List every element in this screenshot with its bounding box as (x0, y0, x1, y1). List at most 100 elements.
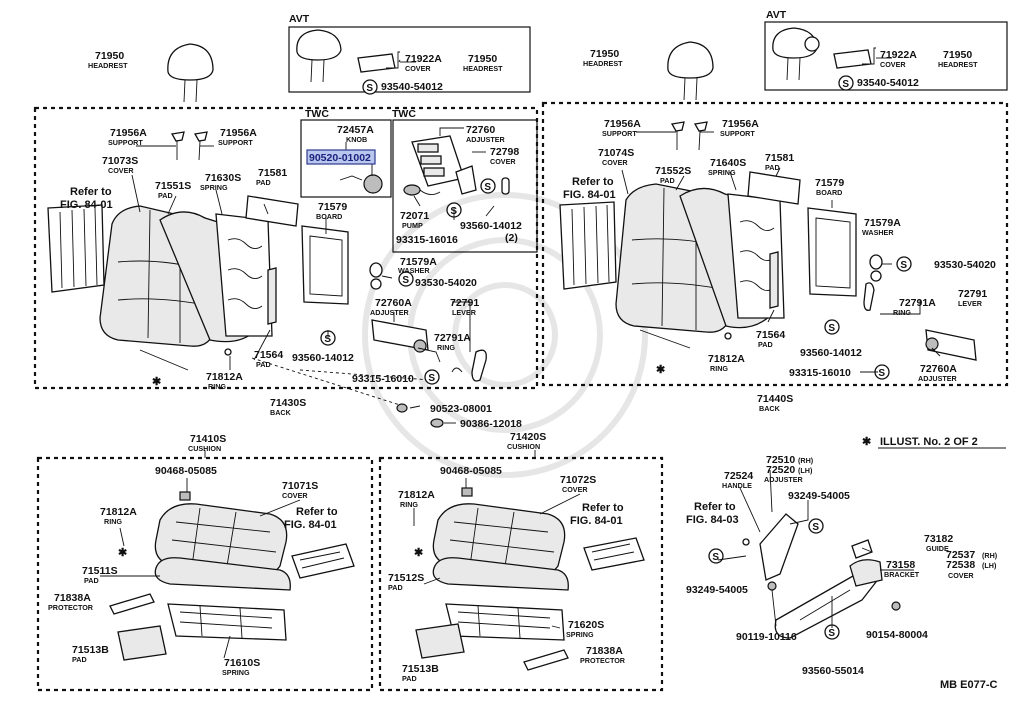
c1-refer-fig[interactable]: FIG. 84-01 (284, 519, 337, 531)
r-pad-pn[interactable]: 71552S (655, 165, 691, 177)
c2-pad2-pn[interactable]: 71513B (402, 663, 439, 675)
c2-cover-pn[interactable]: 71072S (560, 474, 596, 486)
l-back-pn[interactable]: 71430S (270, 397, 306, 409)
avt-left-screw-pn[interactable]: 93540-54012 (381, 81, 443, 93)
r-ring-pn[interactable]: 72791A (899, 297, 936, 309)
l-spring-pn[interactable]: 71630S (205, 172, 241, 184)
adj-pn-rh[interactable]: 72510 (766, 454, 795, 466)
bracket-pn[interactable]: 73158 (886, 559, 915, 571)
c1-pad2-pn[interactable]: 71513B (72, 644, 109, 656)
l-board-pn[interactable]: 71579 (318, 201, 347, 213)
c1-clip-pn[interactable]: 90468-05085 (155, 465, 217, 477)
c1-pad-pn[interactable]: 71511S (82, 565, 118, 577)
r-ring2-pn[interactable]: 71812A (708, 353, 745, 365)
headrest-right-pn[interactable]: 71950 (590, 48, 619, 60)
l-screw-93560-pn[interactable]: 93560-14012 (292, 352, 354, 364)
r-spring-name: SPRING (708, 168, 736, 177)
l-screw-93315-pn[interactable]: 93315-16010 (352, 373, 414, 385)
r-washer-pn[interactable]: 71579A (864, 217, 901, 229)
l-pad3-pn[interactable]: 71564 (254, 349, 283, 361)
l-adjuster-pn[interactable]: 72760A (375, 297, 412, 309)
back-frame-right (541, 101, 1009, 387)
l-refer-fig[interactable]: FIG. 84-01 (60, 199, 113, 211)
r-support2-pn[interactable]: 71956A (722, 118, 759, 130)
avt-right-headrest-pn[interactable]: 71950 (943, 49, 972, 61)
bolt-90119-pn[interactable]: 90119-10116 (736, 631, 797, 643)
screw-symbol-circle (480, 178, 496, 194)
r-support1-pn[interactable]: 71956A (604, 118, 641, 130)
l-ring2-pn[interactable]: 71812A (206, 371, 243, 383)
small-parts-left (139, 348, 444, 428)
r-lever-pn[interactable]: 72791 (958, 288, 987, 300)
avt-left-cover-pn[interactable]: 71922A (405, 53, 442, 65)
adj-refer-fig[interactable]: FIG. 84-03 (686, 514, 739, 526)
adj-screw-a-pn[interactable]: 93249-54005 (788, 490, 850, 502)
adjuster-twc (403, 135, 510, 196)
adj-pn-lh[interactable]: 72520 (766, 464, 795, 476)
l-support2-pn[interactable]: 71956A (220, 127, 257, 139)
r-screw-93560-pn[interactable]: 93560-14012 (800, 347, 862, 359)
clip-90523-pn[interactable]: 90523-08001 (430, 403, 492, 415)
avt-left-headrest-pn[interactable]: 71950 (468, 53, 497, 65)
r-spring-pn[interactable]: 71640S (710, 157, 746, 169)
c2-pn[interactable]: 71420S (510, 431, 546, 443)
l-ring-name: RING (437, 343, 455, 352)
c2-refer-fig[interactable]: FIG. 84-01 (570, 515, 623, 527)
r-back-pn[interactable]: 71440S (757, 393, 793, 405)
c2-ring-pn[interactable]: 71812A (398, 489, 435, 501)
guide-pn[interactable]: 73182 (924, 533, 953, 545)
adj-lh: (LH) (798, 466, 813, 475)
l-ring-pn[interactable]: 72791A (434, 332, 471, 344)
c1-ring-pn[interactable]: 71812A (100, 506, 137, 518)
clip-90386-pn[interactable]: 90386-12018 (460, 418, 522, 430)
l-lever-pn[interactable]: 72791 (450, 297, 479, 309)
cover-pn-lh[interactable]: 72538 (946, 559, 975, 571)
adj-screw-b-pn[interactable]: 93249-54005 (686, 584, 748, 596)
r-adjuster-pn[interactable]: 72760A (920, 363, 957, 375)
adjuster-twc-pn[interactable]: 72760 (466, 124, 495, 136)
c1-cover-pn[interactable]: 71071S (282, 480, 318, 492)
headrest-left-pn[interactable]: 71950 (95, 50, 124, 62)
l-support1-pn[interactable]: 71956A (110, 127, 147, 139)
c1-spring-pn[interactable]: 71610S (224, 657, 260, 669)
highlighted-part-pn[interactable]: 90520-01002 (309, 152, 371, 164)
knob-pn[interactable]: 72457A (337, 124, 374, 136)
r-refer-fig[interactable]: FIG. 84-01 (563, 189, 616, 201)
twc-screw-93315-pn[interactable]: 93315-16016 (396, 234, 458, 246)
c2-pad-pn[interactable]: 71512S (388, 572, 424, 584)
screw-symbol-circle (398, 271, 414, 287)
adj-screw-93560-pn[interactable]: 93560-55014 (802, 665, 864, 677)
cover-pn-rh[interactable]: 72537 (946, 549, 975, 561)
adj-rh: (RH) (798, 456, 814, 465)
l-washer-pn[interactable]: 71579A (400, 256, 437, 268)
screw-symbol-circle (838, 75, 854, 91)
c2-clip-pn[interactable]: 90468-05085 (440, 465, 502, 477)
avt-right-cover-pn[interactable]: 71922A (880, 49, 917, 61)
r-back-name: BACK (759, 404, 781, 413)
l-pad-pn[interactable]: 71551S (155, 180, 191, 192)
screw-symbol-s: S (428, 373, 435, 384)
cover-72798-pn[interactable]: 72798 (490, 146, 519, 158)
highlighted-part-box[interactable] (306, 149, 376, 165)
l-screw-93530-pn[interactable]: 93530-54020 (415, 277, 477, 289)
r-board-pn[interactable]: 71579 (815, 177, 844, 189)
r-cover-pn[interactable]: 71074S (598, 147, 634, 159)
c1-protector-pn[interactable]: 71838A (54, 592, 91, 604)
screw-symbol-s: S (878, 368, 885, 379)
r-pad3-pn[interactable]: 71564 (756, 329, 785, 341)
c1-pn[interactable]: 71410S (190, 433, 226, 445)
twc-screw-93560-pn[interactable]: 93560-14012 (460, 220, 522, 232)
r-screw-93530-pn[interactable]: 93530-54020 (934, 259, 996, 271)
avt-right-screw-pn[interactable]: 93540-54012 (857, 77, 919, 89)
pump-pn[interactable]: 72071 (400, 210, 429, 222)
l-cover-pn[interactable]: 71073S (102, 155, 138, 167)
r-pad2-pn[interactable]: 71581 (765, 152, 794, 164)
c2-spring-pn[interactable]: 71620S (568, 619, 604, 631)
bolt-90154-pn[interactable]: 90154-80004 (866, 629, 928, 641)
c2-protector-pn[interactable]: 71838A (586, 645, 623, 657)
handle-pn[interactable]: 72524 (724, 470, 753, 482)
l-pad2-pn[interactable]: 71581 (258, 167, 287, 179)
r-screw-93315-pn[interactable]: 93315-16010 (789, 367, 851, 379)
c1-cover-name: COVER (282, 491, 308, 500)
pump-name: PUMP (402, 221, 423, 230)
